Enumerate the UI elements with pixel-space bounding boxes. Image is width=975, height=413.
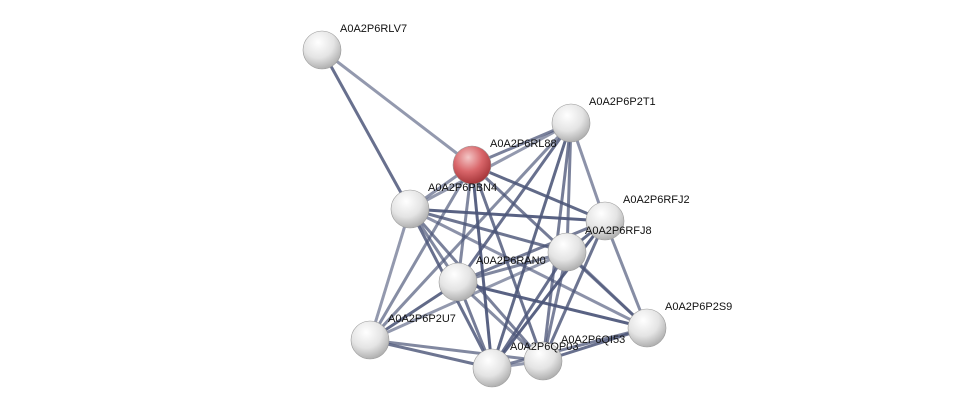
edge-A0A2P6RL88-A0A2P6RFJ2[interactable] [471, 163, 606, 223]
node-A0A2P6QP03[interactable] [472, 348, 512, 388]
node-label: A0A2P6P2U7 [388, 313, 456, 325]
edge-A0A2P6RLV7-A0A2P6PBN4[interactable] [320, 49, 412, 210]
node-sphere[interactable] [390, 189, 430, 229]
node-label: A0A2P6RFJ2 [623, 194, 690, 206]
edge-A0A2P6PBN4-A0A2P6RFJ8[interactable] [409, 207, 568, 254]
node-A0A2P6RLV7[interactable] [302, 30, 342, 70]
node-sphere[interactable] [302, 30, 342, 70]
edge-A0A2P6PBN4-A0A2P6P2U7[interactable] [368, 208, 412, 341]
edge-A0A2P6P2T1-A0A2P6RAN0[interactable] [456, 122, 573, 283]
node-A0A2P6QI53[interactable] [523, 341, 563, 381]
node-sphere[interactable] [350, 320, 390, 360]
node-label: A0A2P6RAN0 [476, 255, 546, 267]
edge-A0A2P6RL88-A0A2P6P2U7[interactable] [368, 164, 474, 341]
node-sphere[interactable] [438, 262, 478, 302]
edge-A0A2P6P2T1-A0A2P6P2U7[interactable] [368, 121, 573, 342]
node-A0A2P6RL88[interactable] [452, 145, 492, 185]
node-sphere[interactable] [627, 308, 667, 348]
edge-A0A2P6P2U7-A0A2P6QP03[interactable] [369, 338, 493, 370]
edge-A0A2P6RFJ8-A0A2P6QP03[interactable] [490, 251, 569, 369]
node-sphere[interactable] [547, 232, 587, 272]
edge-A0A2P6PBN4-A0A2P6RFJ2[interactable] [409, 207, 606, 223]
edge-A0A2P6RFJ2-A0A2P6QI53[interactable] [541, 220, 607, 362]
node-A0A2P6RFJ2[interactable] [585, 201, 625, 241]
edge-A0A2P6P2T1-A0A2P6RFJ8[interactable] [565, 122, 573, 253]
node-label: A0A2P6QI53 [561, 334, 625, 346]
node-label: A0A2P6RFJ8 [585, 225, 652, 237]
edge-A0A2P6RAN0-A0A2P6P2S9[interactable] [457, 280, 648, 330]
node-sphere[interactable] [585, 201, 625, 241]
nodes-layer: A0A2P6RLV7A0A2P6P2T1A0A2P6RL88A0A2P6PBN4… [302, 23, 732, 388]
node-sphere[interactable] [551, 103, 591, 143]
node-label: A0A2P6QP03 [510, 341, 579, 353]
node-A0A2P6P2U7[interactable] [350, 320, 390, 360]
node-sphere[interactable] [523, 341, 563, 381]
node-A0A2P6P2S9[interactable] [627, 308, 667, 348]
edge-A0A2P6RLV7-A0A2P6RL88[interactable] [321, 48, 473, 167]
edge-A0A2P6RAN0-A0A2P6QI53[interactable] [456, 280, 545, 363]
node-label: A0A2P6RLV7 [340, 23, 407, 35]
node-A0A2P6PBN4[interactable] [390, 189, 430, 229]
edge-A0A2P6RFJ2-A0A2P6QP03[interactable] [490, 220, 607, 369]
node-A0A2P6RAN0[interactable] [438, 262, 478, 302]
edge-A0A2P6RL88-A0A2P6QP03[interactable] [470, 164, 494, 369]
node-label: A0A2P6P2S9 [665, 301, 732, 313]
node-label: A0A2P6PBN4 [428, 182, 497, 194]
node-label: A0A2P6P2T1 [589, 96, 656, 108]
node-A0A2P6P2T1[interactable] [551, 103, 591, 143]
edge-A0A2P6P2U7-A0A2P6QI53[interactable] [369, 338, 544, 363]
node-label: A0A2P6RL88 [490, 138, 557, 150]
edge-A0A2P6RFJ2-A0A2P6RAN0[interactable] [457, 219, 606, 284]
node-A0A2P6RFJ8[interactable] [547, 232, 587, 272]
query-node-sphere[interactable] [452, 145, 492, 185]
edge-A0A2P6QP03-A0A2P6P2S9[interactable] [491, 326, 648, 370]
node-sphere[interactable] [472, 348, 512, 388]
